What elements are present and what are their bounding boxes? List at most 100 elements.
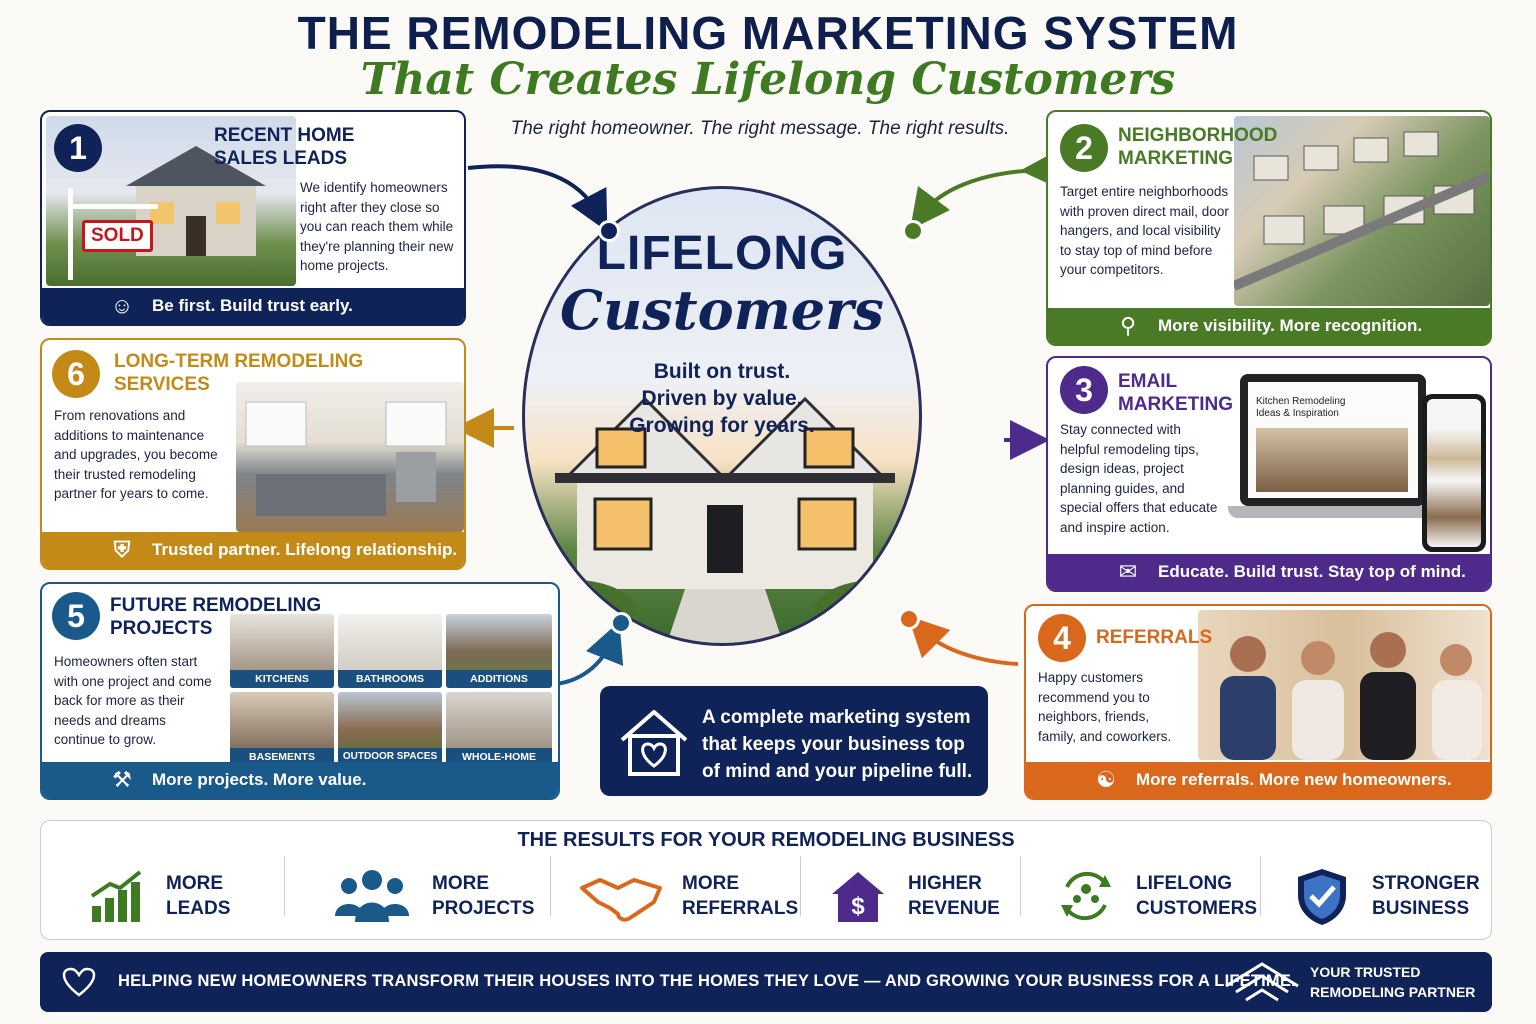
card-future-projects: 5 FUTURE REMODELING PROJECTS Homeowners … — [40, 582, 560, 800]
card-referrals: 4 REFERRALS Happy customers recommend yo… — [1024, 604, 1492, 800]
card-title-line: MARKETING — [1118, 394, 1234, 415]
step-number: 3 — [1060, 366, 1108, 414]
footer-badge: YOUR TRUSTED REMODELING PARTNER — [1310, 962, 1475, 1002]
step-number: 5 — [52, 592, 100, 640]
card-title-line: PROJECTS — [110, 618, 213, 639]
arrow-5 — [555, 621, 624, 686]
card-footer: ⛨ Trusted partner. Lifelong relationship… — [42, 532, 464, 568]
pitch-box: A complete marketing system that keeps y… — [600, 686, 988, 796]
sold-sign: SOLD — [82, 220, 153, 252]
tile-outdoor-spaces[interactable]: OUTDOOR SPACES — [338, 692, 442, 766]
tile-label: ADDITIONS — [446, 670, 552, 688]
card-footer-text: More referrals. More new homeowners. — [1136, 770, 1452, 789]
heart-icon — [62, 967, 96, 997]
tile-additions[interactable]: ADDITIONS — [446, 614, 552, 688]
tagline: The right homeowner. The right message. … — [510, 118, 1010, 139]
person-icon: ☺ — [110, 293, 134, 318]
card-title-line: NEIGHBORHOOD — [1118, 125, 1278, 146]
house-sketch — [68, 146, 266, 280]
card-footer-text: More visibility. More recognition. — [1158, 316, 1423, 335]
card-body: Stay connected with helpful remodeling t… — [1060, 422, 1218, 535]
divider — [1260, 856, 1261, 916]
dot-navy — [598, 220, 620, 242]
center-line: Driven by value. — [641, 387, 803, 410]
laptop-mockup: Kitchen Remodeling Ideas & Inspiration — [1228, 374, 1438, 542]
page-subtitle: That Creates Lifelong Customers — [360, 54, 1176, 105]
center-line: Growing for years. — [629, 414, 815, 437]
roof-logo-icon — [1225, 962, 1299, 1002]
card-long-term-services: 6 LONG-TERM REMODELING SERVICES From ren… — [40, 338, 466, 570]
kitchen-photo — [236, 382, 464, 532]
card-title-line: RECENT HOME — [214, 125, 355, 146]
divider — [800, 856, 801, 916]
tile-label: KITCHENS — [230, 670, 334, 688]
card-title-line: EMAIL — [1118, 371, 1178, 392]
shield-check-icon — [1290, 864, 1354, 928]
svg-text:$: $ — [851, 893, 865, 920]
card-title: FUTURE REMODELING PROJECTS — [110, 594, 321, 640]
shield-icon: ⛨ — [113, 537, 131, 562]
location-pin-icon: ⚲ — [1119, 313, 1137, 338]
card-body: Target entire neighborhoods with proven … — [1060, 184, 1229, 278]
card-title-line: LONG-TERM REMODELING — [114, 351, 364, 372]
arrow-2 — [909, 149, 1061, 230]
card-footer-text: More projects. More value. — [152, 770, 367, 789]
card-footer: ✉ Educate. Build trust. Stay top of mind… — [1048, 554, 1490, 590]
card-title: REFERRALS — [1096, 627, 1213, 648]
phone-mockup — [1422, 394, 1486, 552]
tile-bathrooms[interactable]: BATHROOMS — [338, 614, 442, 688]
step-number: 4 — [1038, 614, 1086, 662]
center-title: LIFELONG — [596, 227, 848, 280]
divider — [1020, 856, 1021, 916]
referrals-photo — [1198, 610, 1490, 760]
house-dollar-icon: $ — [826, 864, 890, 928]
dot-blue — [610, 612, 632, 634]
card-title: NEIGHBORHOOD MARKETING — [1118, 124, 1277, 170]
results-title: THE RESULTS FOR YOUR REMODELING BUSINESS — [517, 829, 1015, 851]
card-title: LONG-TERM REMODELING SERVICES — [114, 350, 363, 396]
center-lines: Built on trust. Driven by value. Growing… — [522, 358, 922, 439]
card-body: Homeowners often start with one project … — [54, 654, 212, 748]
center-script: Customers — [560, 278, 884, 342]
tile-label: BASEMENTS — [230, 748, 334, 766]
card-neighborhood-marketing: 2 NEIGHBORHOOD MARKETING Target entire n… — [1046, 110, 1492, 346]
step-number: 1 — [54, 124, 102, 172]
arrow-4 — [907, 615, 1019, 666]
card-title-line: SALES LEADS — [214, 148, 348, 169]
card-title-line: MARKETING — [1118, 148, 1234, 169]
divider — [284, 856, 285, 916]
card-email-marketing: Kitchen Remodeling Ideas & Inspiration 3… — [1046, 356, 1492, 592]
divider — [550, 856, 551, 916]
step-number: 2 — [1060, 124, 1108, 172]
kitchen-sketch — [245, 401, 447, 516]
hammer-icon: ⚒ — [112, 767, 132, 792]
card-body: We identify homeowners right after they … — [300, 180, 454, 274]
page-title: THE REMODELING MARKETING SYSTEM — [297, 7, 1239, 59]
card-footer: ☯ More referrals. More new homeowners. — [1026, 762, 1490, 798]
card-title: EMAIL MARKETING — [1118, 370, 1233, 416]
card-recent-home-sales: SOLD 1 RECENT HOME SALES LEADS We identi… — [40, 110, 466, 326]
heart-house-icon — [620, 710, 688, 776]
tile-basements[interactable]: BASEMENTS — [230, 692, 334, 766]
house-photo: SOLD — [46, 116, 296, 286]
tile-kitchens[interactable]: KITCHENS — [230, 614, 334, 688]
card-title-line: FUTURE REMODELING — [110, 595, 322, 616]
center-circle — [522, 186, 922, 646]
people-group-icon: ☯ — [1096, 767, 1116, 792]
handshake-icon — [578, 864, 664, 928]
footer-badge-line: REMODELING PARTNER — [1310, 984, 1476, 1000]
center-line: Built on trust. — [653, 360, 791, 383]
tile-whole-home[interactable]: WHOLE-HOME — [446, 692, 552, 766]
